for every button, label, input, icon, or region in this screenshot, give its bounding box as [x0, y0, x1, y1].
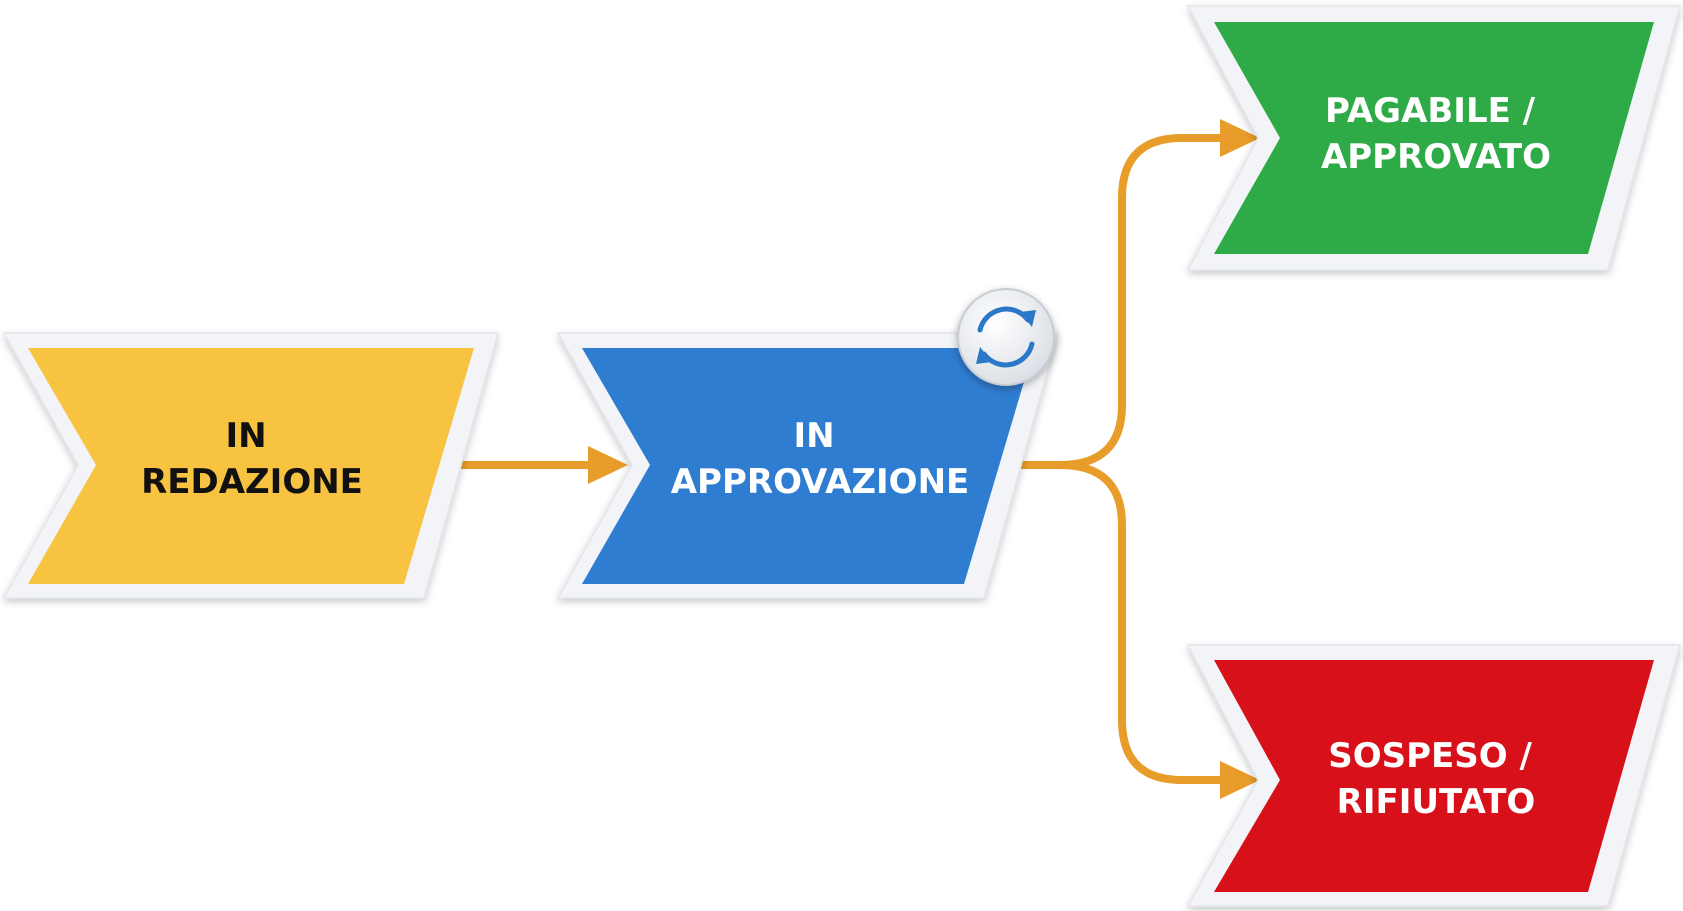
refresh-arrowhead [976, 347, 992, 364]
arrowhead-approvazione [588, 446, 628, 484]
stage-label-line: PAGABILE / [1325, 91, 1536, 131]
stage-in-redazione: IN REDAZIONE [2, 332, 499, 599]
stage-shape [28, 348, 474, 584]
arrowhead-pagabile [1220, 119, 1260, 157]
stage-label-line: IN [226, 416, 267, 456]
stage-in-approvazione: IN APPROVAZIONE [556, 288, 1059, 599]
arrowhead-sospeso [1220, 761, 1260, 799]
connector-approvazione-to-pagabile [1014, 134, 1226, 469]
badge-circle[interactable] [957, 288, 1055, 386]
stage-label-line: APPROVAZIONE [671, 462, 970, 502]
stage-sospeso-rifiutato: SOSPESO / RIFIUTATO [1186, 644, 1681, 907]
stage-label: PAGABILE / APPROVATO [1321, 91, 1551, 177]
connectors [446, 119, 1260, 799]
refresh-arrowhead [1020, 310, 1036, 327]
stage-label-line: SOSPESO / [1328, 736, 1532, 776]
refresh-badge[interactable] [957, 288, 1055, 386]
stage-label-line: APPROVATO [1321, 137, 1551, 177]
stage-label: IN REDAZIONE [141, 416, 363, 502]
stage-shape [1214, 660, 1654, 892]
stage-shape [582, 348, 1034, 584]
stage-label-line: IN [794, 416, 835, 456]
stage-shape [1214, 22, 1654, 254]
stage-label-line: REDAZIONE [141, 462, 363, 502]
stage-pagabile-approvato: PAGABILE / APPROVATO [1186, 5, 1681, 271]
connector-approvazione-to-sospeso [1056, 461, 1226, 784]
stage-label: SOSPESO / RIFIUTATO [1328, 736, 1544, 822]
stage-label: IN APPROVAZIONE [671, 416, 970, 502]
stage-label-line: RIFIUTATO [1337, 782, 1536, 822]
